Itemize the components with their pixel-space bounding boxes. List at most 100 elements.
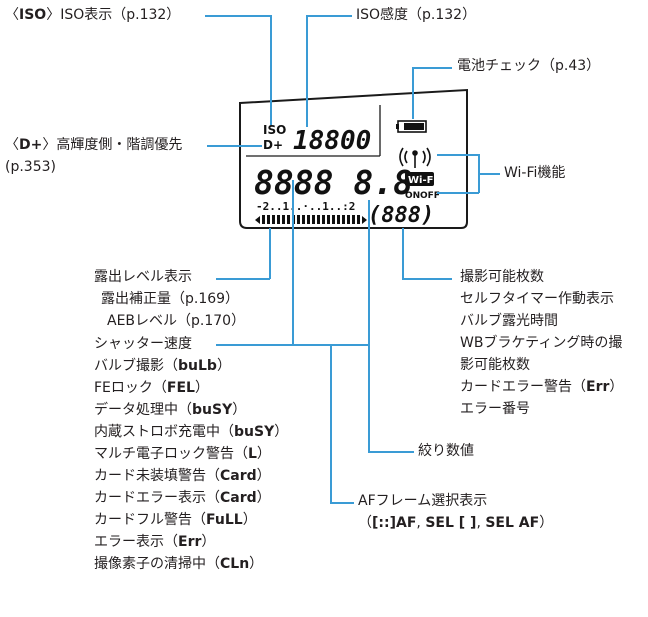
shutter-item: バルブ撮影（buLb） xyxy=(94,357,231,375)
lcd-shots-remaining: (888) xyxy=(368,203,434,228)
shutter-item-text: FEロック（ xyxy=(94,380,167,396)
label-shots-remaining: 撮影可能枚数 xyxy=(460,269,544,285)
label-battery-check: 電池チェック（p.43） xyxy=(457,58,601,74)
leader-wifi-bottom-h xyxy=(437,192,479,194)
shutter-item-code: FEL xyxy=(166,380,195,396)
bracket-close: ） xyxy=(609,379,624,395)
shutter-item: カード未装填警告（Card） xyxy=(94,467,271,485)
shutter-item: マルチ電子ロック警告（L） xyxy=(94,445,271,463)
shutter-item-code: buLb xyxy=(178,358,217,374)
shutter-item-text: カードエラー表示（ xyxy=(94,490,220,506)
bracket-open: （ xyxy=(358,515,372,531)
bracket-close: ） xyxy=(201,534,216,550)
bracket-close: ） xyxy=(256,490,271,506)
label-exposure-comp: 露出補正量（p.169） xyxy=(101,291,240,307)
separator: , xyxy=(476,515,486,531)
label-aperture: 絞り数値 xyxy=(418,443,474,459)
bracket-close: ） xyxy=(216,358,231,374)
bracket-close: ） xyxy=(232,402,247,418)
af-mode-zone: [::]AF xyxy=(372,515,417,531)
lcd-wifi-on: ON xyxy=(405,191,420,201)
af-mode-sel-auto: SEL AF xyxy=(485,515,540,531)
label-iso-speed: ISO感度（p.132） xyxy=(356,7,477,23)
shutter-item-code: L xyxy=(248,446,257,462)
bracket-close: ） xyxy=(249,556,264,572)
shutter-item-text: データ処理中（ xyxy=(94,402,192,418)
card-error-code: Err xyxy=(586,379,610,395)
label-highlight-tone: 〈D+〉高輝度側・階調優先 xyxy=(5,136,182,154)
bracket-open: 〈 xyxy=(5,137,19,153)
shutter-item-code: Err xyxy=(178,534,202,550)
lcd-exposure-scale: -2..1..·..1..:2 xyxy=(256,200,355,213)
leader-exposure-h xyxy=(216,278,270,280)
bracket-close: ） xyxy=(539,515,554,531)
lcd-iso-value: 18800 xyxy=(293,126,371,156)
shutter-item-code: buSY xyxy=(234,424,275,440)
label-wb-bracket: WBブラケティング時の撮 xyxy=(460,335,623,351)
shutter-item: FEロック（FEL） xyxy=(94,379,209,397)
shutter-item: 撮像素子の清掃中（CLn） xyxy=(94,555,263,573)
lcd-main-digits: 8888 8.8 xyxy=(254,163,413,202)
leader-shutter-v2 xyxy=(368,200,370,452)
leader-aperture-h xyxy=(368,451,414,453)
card-error-text: カードエラー警告（ xyxy=(460,379,586,395)
label-error-number: エラー番号 xyxy=(460,401,530,417)
shutter-item: カードフル警告（FuLL） xyxy=(94,511,257,529)
label-iso-display: 〈ISO〉ISO表示（p.132） xyxy=(5,6,180,24)
lcd-wifi-badge: Wi-Fi xyxy=(408,175,437,186)
bracket-close: ） xyxy=(242,512,257,528)
leader-iso-display-h xyxy=(205,15,271,17)
label-exposure-level: 露出レベル表示 xyxy=(94,269,192,285)
label-af-frame-modes: （[::]AF, SEL [ ], SEL AF） xyxy=(358,514,553,532)
bracket-close: ） xyxy=(256,468,271,484)
leader-iso-speed-h xyxy=(306,15,352,17)
lcd-wifi-off: OFF xyxy=(420,191,440,201)
leader-exposure-v xyxy=(269,228,271,279)
leader-shots-h xyxy=(402,278,452,280)
iso-symbol: ISO xyxy=(19,7,47,23)
shutter-item: カードエラー表示（Card） xyxy=(94,489,271,507)
label-card-error-warning: カードエラー警告（Err） xyxy=(460,378,623,396)
label-shutter-speed: シャッター速度 xyxy=(94,336,192,352)
af-mode-sel-point: SEL [ ] xyxy=(425,515,477,531)
leader-shutter-v1 xyxy=(292,180,294,345)
shutter-item-code: FuLL xyxy=(206,512,243,528)
lcd-dplus-label: D+ xyxy=(263,138,283,152)
leader-battery-h xyxy=(412,67,452,69)
lcd-iso-label: ISO xyxy=(263,123,286,137)
shutter-item: 内蔵ストロボ充電中（buSY） xyxy=(94,423,288,441)
bracket-close: ） xyxy=(274,424,289,440)
highlight-tone-text: 〉高輝度側・階調優先 xyxy=(42,137,183,153)
label-self-timer: セルフタイマー作動表示 xyxy=(460,291,614,307)
shutter-item-code: buSY xyxy=(192,402,233,418)
shutter-item-code: Card xyxy=(220,490,257,506)
label-af-frame: AFフレーム選択表示 xyxy=(358,493,488,509)
leader-wifi-top-h xyxy=(437,154,479,156)
shutter-item-text: 内蔵ストロボ充電中（ xyxy=(94,424,234,440)
label-wb-bracket-cont: 影可能枚数 xyxy=(460,357,530,373)
exposure-meter-bar xyxy=(255,215,367,224)
wireless-signal-icon xyxy=(399,147,431,168)
shutter-item-text: エラー表示（ xyxy=(94,534,178,550)
leader-shots-v xyxy=(402,228,404,279)
shutter-item-text: バルブ撮影（ xyxy=(94,358,178,374)
bracket-close: ） xyxy=(256,446,271,462)
shutter-item: データ処理中（buSY） xyxy=(94,401,246,419)
label-aeb-level: AEBレベル（p.170） xyxy=(107,313,246,329)
shutter-item-text: カードフル警告（ xyxy=(94,512,206,528)
battery-icon xyxy=(396,120,427,133)
shutter-item-code: CLn xyxy=(220,556,250,572)
dplus-symbol: D+ xyxy=(19,137,43,153)
separator: , xyxy=(416,515,426,531)
shutter-item-code: Card xyxy=(220,468,257,484)
leader-af-h xyxy=(330,502,354,504)
label-bulb-time: バルブ露光時間 xyxy=(460,313,558,329)
label-highlight-tone-page: (p.353) xyxy=(5,159,56,175)
bracket-open: 〈 xyxy=(5,7,19,23)
leader-iso-speed-v xyxy=(306,15,308,127)
shutter-item-text: マルチ電子ロック警告（ xyxy=(94,446,248,462)
shutter-item: エラー表示（Err） xyxy=(94,533,215,551)
lcd-wifi-badge-bg xyxy=(405,172,434,186)
leader-iso-display-v xyxy=(270,15,272,125)
iso-display-text: 〉ISO表示（p.132） xyxy=(46,7,181,23)
